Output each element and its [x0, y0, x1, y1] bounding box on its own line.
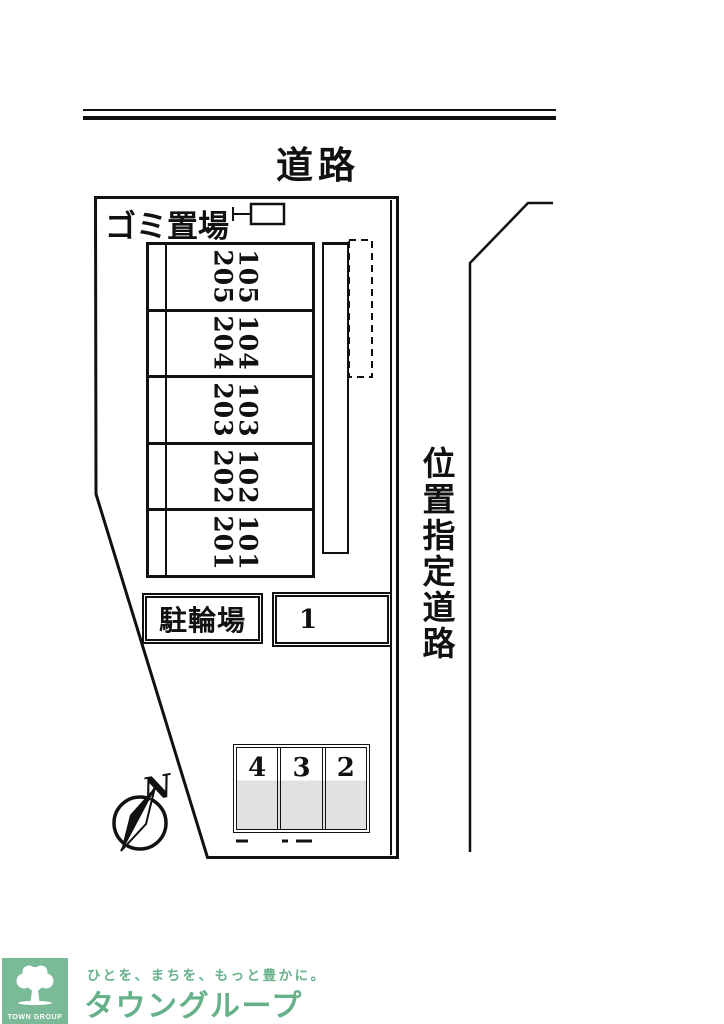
- building-left-strip-line: [165, 245, 167, 575]
- unit-number-2f: 204: [208, 315, 238, 371]
- unit-label: 104 204: [208, 313, 262, 373]
- side-road-east-edge: [468, 201, 553, 852]
- parking-stall-4: 4: [237, 748, 278, 829]
- unit-number-1f: 104: [233, 315, 262, 371]
- unit-row-102-202: 102 202: [149, 445, 312, 512]
- dashed-stair-outline: [348, 239, 373, 378]
- unit-number-2f: 202: [208, 448, 238, 505]
- building-corridor: [322, 242, 349, 554]
- unit-number-1f: 103: [233, 382, 262, 438]
- bicycle-parking-label: 駐輪場: [158, 603, 246, 637]
- parking-stall-number: 3: [292, 753, 311, 783]
- unit-label: 102 202: [208, 446, 262, 507]
- unit-label: 101 201: [208, 513, 262, 573]
- parking-stall-1-number: 1: [299, 604, 318, 635]
- unit-number-1f: 102: [233, 448, 262, 505]
- unit-number-2f: 201: [208, 515, 238, 571]
- compass-needle-icon: N: [112, 766, 177, 852]
- unit-row-101-201: 101 201: [149, 511, 312, 575]
- unit-number-1f: 105: [233, 249, 262, 305]
- building-units-block: 105 205 104 204 103 203 102 202 101: [146, 242, 315, 578]
- top-road-label: 道路: [276, 143, 360, 187]
- unit-number-2f: 205: [208, 249, 238, 305]
- footer-brand-name: タウングループ: [84, 990, 303, 1023]
- parking-stall-number: 2: [336, 753, 355, 783]
- unit-row-103-203: 103 203: [149, 378, 312, 445]
- bicycle-parking-box: 駐輪場: [142, 593, 263, 644]
- parking-stall-3: 3: [277, 748, 322, 829]
- tree-icon: [16, 965, 54, 1005]
- parking-stall-1: 1: [272, 592, 392, 647]
- parking-stall-group: 4 3 2: [233, 744, 370, 833]
- town-group-label: TOWN GROUP: [7, 1014, 63, 1021]
- property-boundary: [93, 196, 399, 859]
- garbage-station-icon: [249, 202, 286, 226]
- side-road-label: 位置指定道路: [417, 446, 456, 662]
- footer-tagline: ひとを、まちを、もっと豊かに。: [87, 968, 327, 983]
- parking-stall-2: 2: [321, 748, 366, 829]
- unit-row-104-204: 104 204: [149, 312, 312, 379]
- unit-number-1f: 101: [233, 515, 262, 571]
- compass-north-label: N: [139, 766, 177, 809]
- town-group-logo: TOWN GROUP: [2, 958, 68, 1024]
- unit-label: 103 203: [208, 380, 262, 440]
- parking-stall-number: 4: [248, 753, 267, 783]
- garbage-area-label: ゴミ置場: [105, 209, 229, 245]
- unit-row-105-205: 105 205: [149, 245, 312, 312]
- unit-number-2f: 203: [208, 382, 238, 438]
- unit-label: 105 205: [208, 247, 262, 307]
